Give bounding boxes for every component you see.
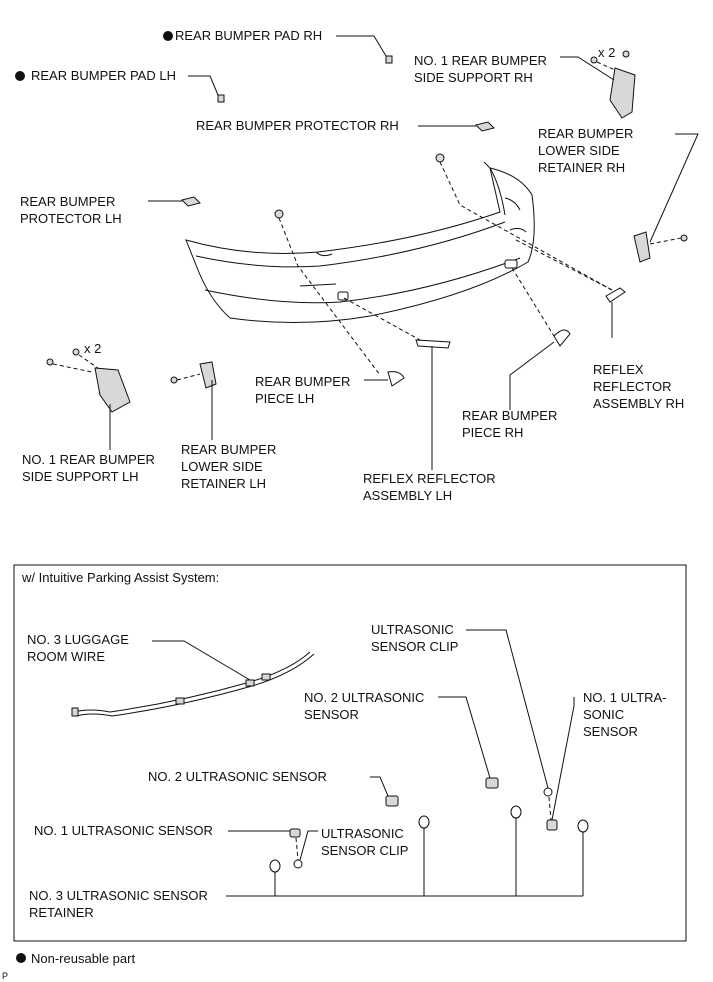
- corner-mark: P: [2, 971, 8, 981]
- label-protector-lh-1: REAR BUMPER: [20, 194, 115, 209]
- ipa-frame: [13, 564, 687, 942]
- label-side-support-lh-1: NO. 1 REAR BUMPER: [22, 452, 155, 467]
- label-no3-retainer-1: NO. 3 ULTRASONIC SENSOR: [29, 888, 208, 903]
- piece-rh-dashline: [511, 267, 555, 337]
- clip-bottom-dashline: [295, 837, 299, 861]
- label-no2-us-mid-2: SENSOR: [304, 707, 359, 722]
- clip-top-dashline: [548, 796, 552, 821]
- no2-ultrasonic-sensor-left: [385, 795, 399, 807]
- rear-bumper-protector-lh: [181, 196, 201, 207]
- label-reflex-rh-1: REFLEX: [593, 362, 644, 377]
- label-lower-retainer-lh-2: LOWER SIDE: [181, 459, 263, 474]
- label-luggage-wire-1: NO. 3 LUGGAGE: [27, 632, 129, 647]
- side-support-lh-part: [46, 348, 131, 413]
- reflex-reflector-lh: [415, 339, 451, 349]
- label-lower-retainer-lh-3: RETAINER LH: [181, 476, 266, 491]
- label-no3-retainer-2: RETAINER: [29, 905, 94, 920]
- label-lower-retainer-rh-1: REAR BUMPER: [538, 126, 633, 141]
- label-lower-retainer-lh-1: REAR BUMPER: [181, 442, 276, 457]
- ultrasonic-sensor-clip-top: [543, 787, 553, 797]
- rear-bumper-piece-lh: [387, 371, 405, 387]
- ipa-section: [13, 564, 687, 942]
- label-qty-rh: x 2: [598, 45, 615, 60]
- label-reflex-lh-1: REFLEX REFLECTOR: [363, 471, 496, 486]
- label-side-support-lh-2: SIDE SUPPORT LH: [22, 469, 139, 484]
- reflex-reflector-rh: [605, 287, 626, 303]
- label-lower-retainer-rh-2: LOWER SIDE: [538, 143, 620, 158]
- no2-ultrasonic-sensor-mid: [485, 777, 499, 789]
- label-pad-rh: REAR BUMPER PAD RH: [175, 28, 322, 43]
- label-lower-retainer-rh-3: RETAINER RH: [538, 160, 625, 175]
- ipa-title: w/ Intuitive Parking Assist System:: [21, 570, 219, 585]
- rear-bumper-cover: [185, 161, 535, 324]
- reflector-rh-dashline: [515, 239, 613, 291]
- side-support-rh-part: [590, 50, 636, 119]
- legend-dot: [16, 953, 26, 963]
- labels: REAR BUMPER PAD RH REAR BUMPER PAD LH NO…: [2, 28, 684, 981]
- non-reusable-dot-pad-lh: [15, 71, 25, 81]
- label-no1-us-right-1: NO. 1 ULTRA-: [583, 690, 667, 705]
- label-piece-lh-2: PIECE LH: [255, 391, 314, 406]
- retainer-3: [510, 805, 522, 819]
- label-reflex-lh-2: ASSEMBLY LH: [363, 488, 452, 503]
- label-reflex-rh-2: REFLECTOR: [593, 379, 672, 394]
- ultrasonic-sensor-clip-bottom: [293, 859, 303, 869]
- label-piece-rh-2: PIECE RH: [462, 425, 523, 440]
- retainer-2: [418, 815, 430, 829]
- no1-ultrasonic-sensor-right: [546, 819, 558, 831]
- label-side-support-rh-2: SIDE SUPPORT RH: [414, 70, 533, 85]
- label-qty-lh: x 2: [84, 341, 101, 356]
- label-no1-us-right-3: SENSOR: [583, 724, 638, 739]
- retainer-4: [577, 819, 589, 833]
- label-side-support-rh-1: NO. 1 REAR BUMPER: [414, 53, 547, 68]
- retainer-1: [269, 859, 281, 873]
- label-no1-us-left: NO. 1 ULTRASONIC SENSOR: [34, 823, 213, 838]
- label-us-clip-bottom-2: SENSOR CLIP: [321, 843, 408, 858]
- rear-bumper-protector-rh: [475, 121, 495, 132]
- label-us-clip-top-2: SENSOR CLIP: [371, 639, 458, 654]
- no1-ultrasonic-sensor-left: [289, 828, 301, 838]
- reflector-lh-dashline: [343, 297, 421, 341]
- luggage-room-wire: [71, 651, 315, 717]
- label-pad-lh: REAR BUMPER PAD LH: [31, 68, 176, 83]
- label-no2-us-mid-1: NO. 2 ULTRASONIC: [304, 690, 424, 705]
- label-piece-lh-1: REAR BUMPER: [255, 374, 350, 389]
- legend-text: Non-reusable part: [31, 951, 135, 966]
- label-luggage-wire-2: ROOM WIRE: [27, 649, 105, 664]
- bumper-clip-rh: [435, 153, 613, 291]
- lower-retainer-lh-part: [170, 361, 217, 389]
- label-protector-rh: REAR BUMPER PROTECTOR RH: [196, 118, 399, 133]
- label-us-clip-top-1: ULTRASONIC: [371, 622, 454, 637]
- bumper-drawings: [15, 31, 699, 470]
- ipa-leader-lines: [152, 629, 584, 897]
- label-no2-us-left: NO. 2 ULTRASONIC SENSOR: [148, 769, 327, 784]
- rear-bumper-pad-rh: [385, 55, 393, 64]
- upper-leader-lines: [109, 35, 699, 470]
- lower-retainer-rh-part: [633, 231, 688, 263]
- label-piece-rh-1: REAR BUMPER: [462, 408, 557, 423]
- non-reusable-dot-pad-rh: [163, 31, 173, 41]
- bumper-clip-lh: [274, 209, 381, 376]
- label-protector-lh-2: PROTECTOR LH: [20, 211, 122, 226]
- label-no1-us-right-2: SONIC: [583, 707, 624, 722]
- label-us-clip-bottom-1: ULTRASONIC: [321, 826, 404, 841]
- label-reflex-rh-3: ASSEMBLY RH: [593, 396, 684, 411]
- rear-bumper-piece-rh: [553, 329, 571, 347]
- rear-bumper-pad-lh: [217, 94, 225, 103]
